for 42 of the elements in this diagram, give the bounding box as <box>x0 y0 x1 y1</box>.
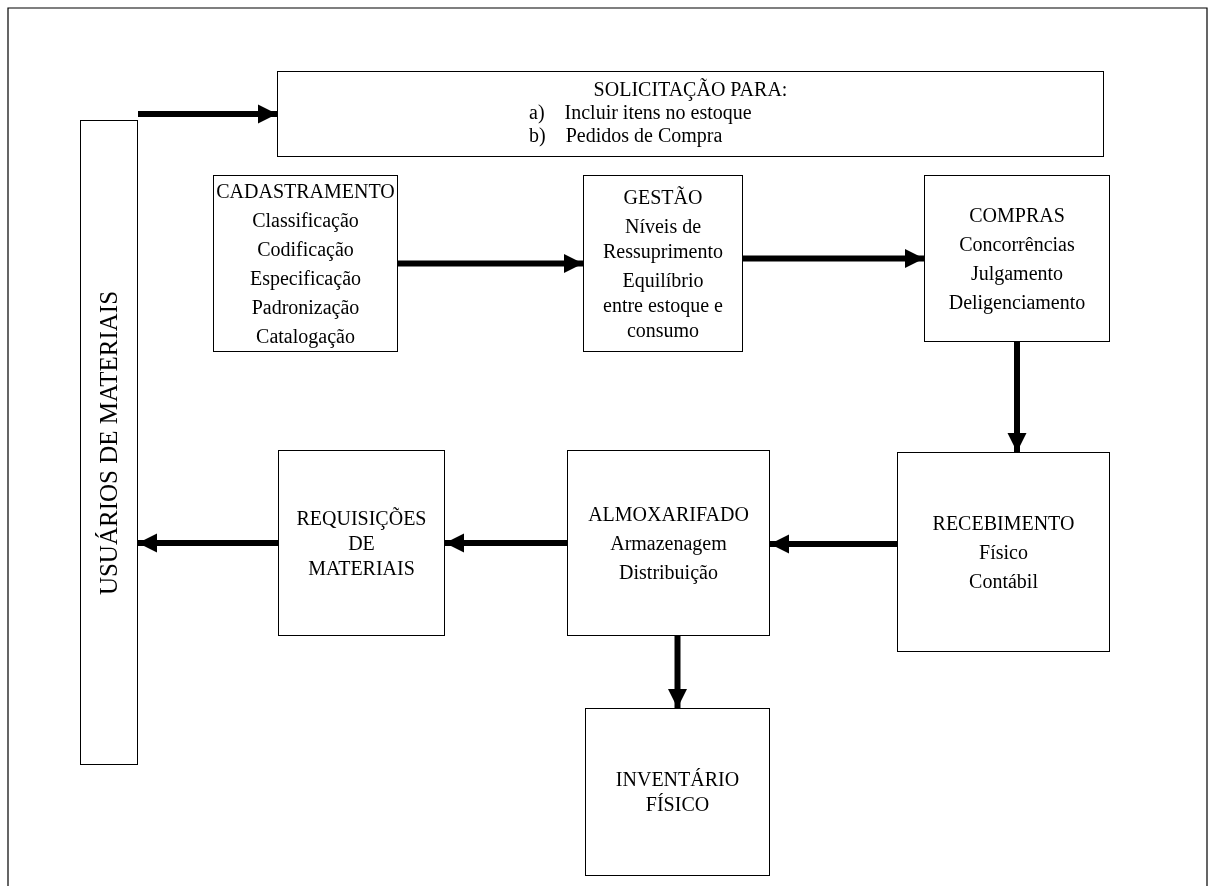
process-box <box>277 71 1104 157</box>
node-text: Contábil <box>969 568 1038 594</box>
node-text: Físico <box>979 539 1028 565</box>
node-text: Níveis de Ressuprimento <box>602 213 724 264</box>
arrow <box>1007 342 1027 452</box>
node-title: ALMOXARIFADO <box>588 501 749 527</box>
node-text: Classificação <box>252 207 359 233</box>
arrow <box>138 533 278 553</box>
list-item: b) Pedidos de Compra <box>529 124 723 147</box>
arrow <box>667 636 688 708</box>
process-box <box>924 175 1110 342</box>
node-title: INVENTÁRIO FÍSICO <box>614 767 741 817</box>
arrow <box>743 248 924 269</box>
arrow <box>138 104 277 124</box>
node-title: CADASTRAMENTO <box>216 178 395 204</box>
node-text: Julgamento <box>970 260 1064 286</box>
node-title: USUÁRIOS DE MATERIAIS <box>94 290 124 595</box>
process-box <box>278 450 445 636</box>
node-title: COMPRAS <box>969 202 1065 228</box>
list-item: a) Incluir itens no estoque <box>529 101 752 124</box>
arrow <box>445 533 567 553</box>
node-text: Deligenciamento <box>948 289 1086 315</box>
node-text: Concorrências <box>959 231 1075 257</box>
node-title: SOLICITAÇÃO PARA: <box>593 78 788 101</box>
arrow <box>770 534 897 554</box>
node-text: Codificação <box>257 236 354 262</box>
node-text: Armazenagem <box>610 530 727 556</box>
process-box <box>585 708 770 876</box>
node-text: Equilíbrio entre estoque e consumo <box>602 267 724 343</box>
process-box <box>567 450 770 636</box>
node-text: Distribuição <box>619 559 718 585</box>
process-box <box>897 452 1110 652</box>
vertical-box <box>80 120 138 765</box>
node-text: Padronização <box>251 294 360 320</box>
node-title: RECEBIMENTO <box>932 510 1075 536</box>
node-title: REQUISIÇÕES DE MATERIAIS <box>295 505 428 581</box>
process-box <box>583 175 743 352</box>
node-title: GESTÃO <box>623 184 703 210</box>
process-box <box>213 175 398 352</box>
node-text: Especificação <box>249 265 361 291</box>
node-text: Catalogação <box>256 323 355 349</box>
arrow <box>398 253 583 274</box>
